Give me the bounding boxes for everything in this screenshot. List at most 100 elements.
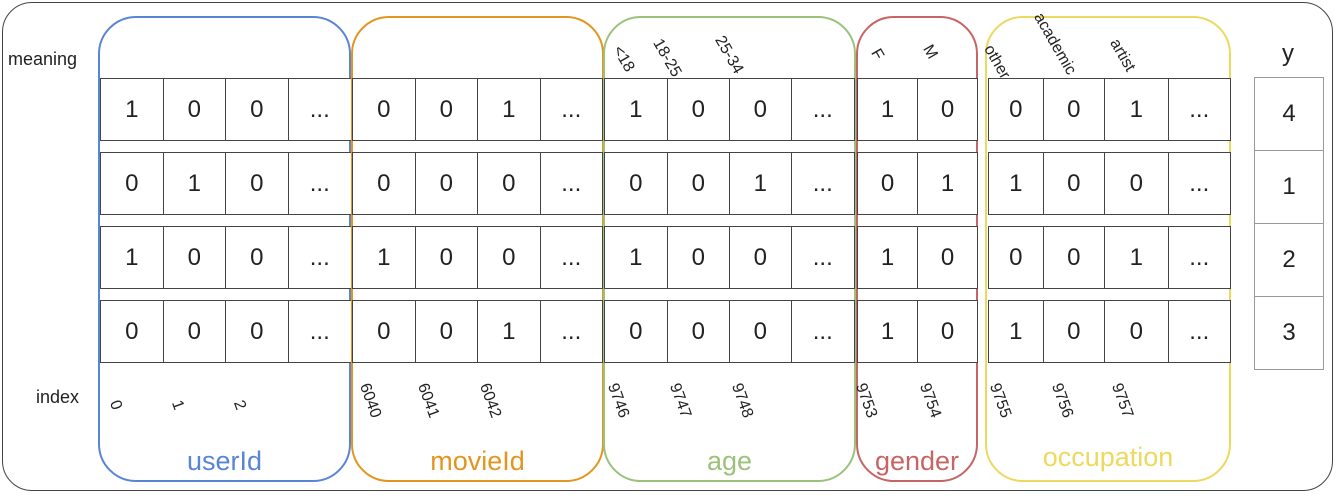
matrix-cell: 0 bbox=[1104, 301, 1167, 362]
matrix-cell: 0 bbox=[377, 95, 391, 123]
group-label-occupation: occupation bbox=[1042, 442, 1174, 472]
matrix-cell: ... bbox=[287, 227, 352, 288]
matrix-cell: 1 bbox=[162, 153, 226, 214]
matrix-cell: 0 bbox=[729, 79, 791, 140]
matrix-cell: 0 bbox=[1042, 301, 1104, 362]
group-label-userid: userId bbox=[186, 446, 263, 476]
matrix-cell: 0 bbox=[729, 227, 791, 288]
matrix-cell: 0 bbox=[1009, 243, 1023, 271]
meaning-label: meaning bbox=[8, 49, 78, 69]
matrix-cell: 1 bbox=[125, 95, 139, 123]
matrix-cell: 0 bbox=[225, 153, 288, 214]
matrix-cell: 0 bbox=[125, 317, 139, 345]
matrix-cell: 0 bbox=[162, 227, 226, 288]
matrix-cell: 0 bbox=[162, 79, 226, 140]
matrix-cell: 0 bbox=[917, 227, 977, 288]
matrix-cell: 0 bbox=[377, 317, 391, 345]
matrix-cell: 0 bbox=[414, 301, 478, 362]
matrix-cell: 1 bbox=[1009, 169, 1023, 197]
matrix-cell: 0 bbox=[125, 169, 139, 197]
matrix-cell: 0 bbox=[629, 317, 643, 345]
matrix-cell: 0 bbox=[666, 227, 730, 288]
matrix-cell: ... bbox=[1167, 301, 1230, 362]
matrix-cell: ... bbox=[539, 227, 603, 288]
diagram-frame bbox=[2, 2, 1333, 491]
matrix-cell: 0 bbox=[1042, 153, 1104, 214]
y-value-cell: 1 bbox=[1254, 150, 1324, 224]
matrix-cell: ... bbox=[539, 79, 603, 140]
matrix-cell: 1 bbox=[1009, 317, 1023, 345]
matrix-cell: 0 bbox=[477, 227, 540, 288]
group-label-movieid: movieId bbox=[430, 446, 525, 476]
matrix-cell: 1 bbox=[477, 301, 540, 362]
matrix-cell: ... bbox=[790, 153, 854, 214]
matrix-cell: 1 bbox=[880, 243, 895, 271]
matrix-cell: ... bbox=[790, 79, 854, 140]
y-value-cell: 2 bbox=[1254, 223, 1324, 297]
matrix-cell: 0 bbox=[880, 169, 895, 197]
matrix-cell: 1 bbox=[880, 95, 895, 123]
matrix-cell: 0 bbox=[917, 79, 977, 140]
matrix-cell: 0 bbox=[917, 301, 977, 362]
matrix-cell: ... bbox=[539, 153, 603, 214]
matrix-cell: 0 bbox=[414, 79, 478, 140]
matrix-cell: 1 bbox=[1104, 227, 1167, 288]
matrix-cell: 1 bbox=[917, 153, 977, 214]
matrix-cell: 0 bbox=[729, 301, 791, 362]
matrix-cell: 1 bbox=[377, 243, 391, 271]
matrix-cell: 0 bbox=[225, 301, 288, 362]
matrix-cell: 1 bbox=[1104, 79, 1167, 140]
matrix-cell: 0 bbox=[629, 169, 643, 197]
matrix-cell: 0 bbox=[225, 79, 288, 140]
y-value-cell: 3 bbox=[1254, 296, 1324, 370]
matrix-cell: ... bbox=[539, 301, 603, 362]
matrix-cell: 1 bbox=[629, 243, 643, 271]
matrix-cell: 0 bbox=[1104, 153, 1167, 214]
matrix-cell: 0 bbox=[414, 153, 478, 214]
matrix-cell: ... bbox=[287, 301, 352, 362]
matrix-cell: 0 bbox=[666, 79, 730, 140]
matrix-cell: 0 bbox=[377, 169, 391, 197]
matrix-cell: 0 bbox=[162, 301, 226, 362]
matrix-cell: ... bbox=[790, 301, 854, 362]
matrix-cell: 1 bbox=[477, 79, 540, 140]
matrix-cell: ... bbox=[1167, 153, 1230, 214]
group-label-gender: gender bbox=[874, 446, 960, 476]
matrix-cell: ... bbox=[1167, 227, 1230, 288]
matrix-cell: 0 bbox=[1009, 95, 1023, 123]
matrix-cell: 0 bbox=[1042, 79, 1104, 140]
matrix-cell: 0 bbox=[666, 153, 730, 214]
matrix-cell: 1 bbox=[125, 243, 139, 271]
y-label: y bbox=[1282, 40, 1294, 67]
matrix-cell: ... bbox=[1167, 79, 1230, 140]
matrix-cell: 1 bbox=[729, 153, 791, 214]
group-label-age: age bbox=[706, 446, 753, 476]
matrix-cell: 0 bbox=[225, 227, 288, 288]
matrix-cell: ... bbox=[287, 79, 352, 140]
matrix-cell: 1 bbox=[629, 95, 643, 123]
matrix-cell: 1 bbox=[880, 317, 895, 345]
matrix-cell: 0 bbox=[666, 301, 730, 362]
matrix-cell: 0 bbox=[477, 153, 540, 214]
index-label: index bbox=[36, 387, 80, 407]
matrix-cell: ... bbox=[790, 227, 854, 288]
y-value-cell: 4 bbox=[1254, 77, 1324, 151]
